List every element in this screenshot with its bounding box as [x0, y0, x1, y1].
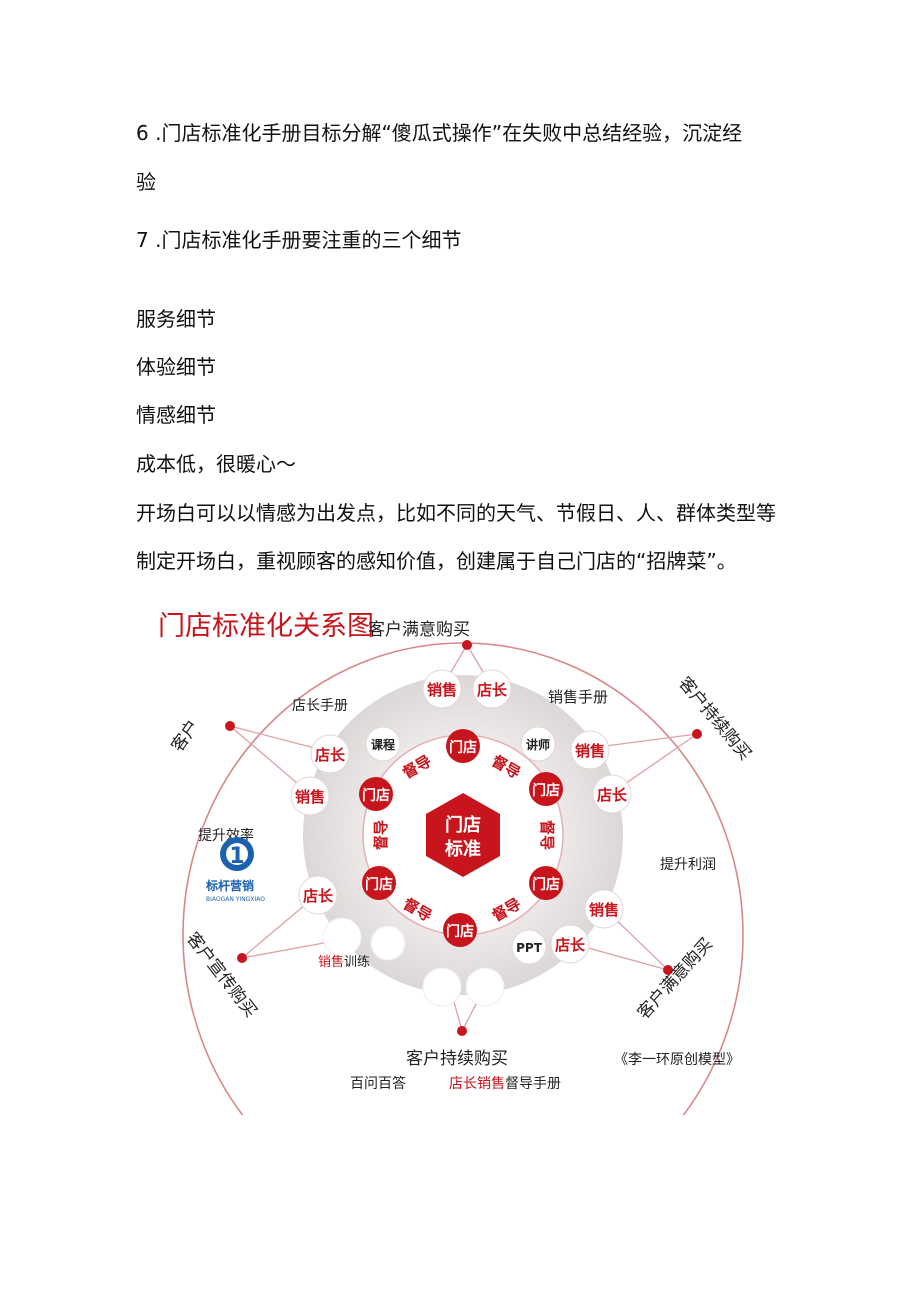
logo-text: 标杆营销	[205, 878, 254, 893]
label-sales-training: 销售训练	[318, 954, 370, 970]
label-bottom-manuals: 店长销售督导手册	[449, 1076, 561, 1092]
detail-experience: 体验细节	[136, 355, 216, 379]
label-profit: 提升利润	[660, 857, 716, 873]
manager-node-label: 店长	[477, 681, 508, 699]
store-standardization-diagram: 门店标准化关系图 客户满意购买 门店 标准 门店 门店 门店 门店 门店 门店	[158, 611, 755, 1115]
detail-emotion: 情感细节	[136, 403, 216, 427]
logo-digit: 1	[229, 844, 244, 869]
label-bottom-left-publicity: 客户宣传购买	[182, 929, 261, 1022]
logo-subtext: BIAOGAN YINGXIAO	[206, 896, 265, 903]
note-line: 成本低，很暖心～	[136, 452, 296, 476]
biaogan-logo: 1 标杆营销 BIAOGAN YINGXIAO	[205, 837, 265, 903]
sales-node-label: 销售	[589, 901, 619, 919]
sales-training-red: 销售	[318, 954, 344, 970]
label-bottom-right-satisfied: 客户满意购买	[634, 934, 717, 1023]
course-node-label: 课程	[371, 737, 395, 752]
paragraph-line-1: 开场白可以以情感为出发点，比如不同的天气、节假日、人、群体类型等	[136, 501, 776, 525]
store-node-label: 门店	[532, 782, 560, 799]
label-manager-manual: 店长手册	[292, 698, 348, 714]
outer-ring-nodes: 销售 店长 课程 讲师 销售 店长 店长 销售 店长 销售 店长 PPT	[290, 669, 632, 1007]
label-top-right-continuous: 客户持续购买	[674, 673, 755, 764]
center-text-2: 标准	[444, 838, 481, 860]
supervise-label: 督导	[538, 820, 556, 850]
sales-node-label: 销售	[295, 788, 325, 806]
label-sales-manual: 销售手册	[548, 688, 608, 706]
sales-training-black: 训练	[344, 955, 370, 970]
store-node-label: 门店	[449, 739, 477, 756]
heading-7: 7 .门店标准化手册要注重的三个细节	[136, 228, 462, 252]
sales-node-label: 销售	[427, 681, 457, 699]
label-qa: 百问百答	[350, 1075, 406, 1092]
center-hexagon	[426, 793, 500, 877]
label-bottom-continuous: 客户持续购买	[406, 1049, 508, 1069]
sales-node-label: 销售	[575, 742, 605, 760]
manager-node-label: 店长	[315, 746, 346, 764]
detail-service: 服务细节	[136, 307, 216, 331]
store-node-label: 门店	[532, 876, 560, 893]
bottom-manual-red: 店长销售	[449, 1076, 505, 1092]
store-node-label: 门店	[362, 787, 390, 804]
label-model: 《李一环原创模型》	[614, 1052, 740, 1068]
connection-dots	[225, 640, 702, 1036]
manager-node-label: 店长	[303, 887, 334, 905]
bottom-manual-black: 督导手册	[505, 1076, 561, 1092]
diagram-title: 门店标准化关系图	[158, 611, 374, 642]
supervise-label: 督导	[372, 820, 390, 850]
manager-node-label: 店长	[597, 786, 628, 804]
ppt-node-label: PPT	[516, 941, 543, 955]
store-nodes: 门店 门店 门店 门店 门店 门店	[359, 729, 563, 947]
store-node-label: 门店	[446, 923, 474, 940]
label-top-left-partial: 客户	[168, 717, 204, 756]
center-text-1: 门店	[445, 814, 481, 836]
paragraph-line-2: 制定开场白，重视顾客的感知价值，创建属于自己门店的“招牌菜”。	[136, 549, 737, 573]
lecturer-node-label: 讲师	[526, 737, 550, 752]
heading-6-line-1: 6 .门店标准化手册目标分解“傻瓜式操作”在失败中总结经验，沉淀经	[136, 121, 743, 145]
store-node-label: 门店	[365, 876, 393, 893]
label-top-satisfied: 客户满意购买	[368, 620, 470, 640]
manager-node-label: 店长	[555, 936, 586, 954]
heading-6-line-2: 验	[136, 170, 156, 194]
